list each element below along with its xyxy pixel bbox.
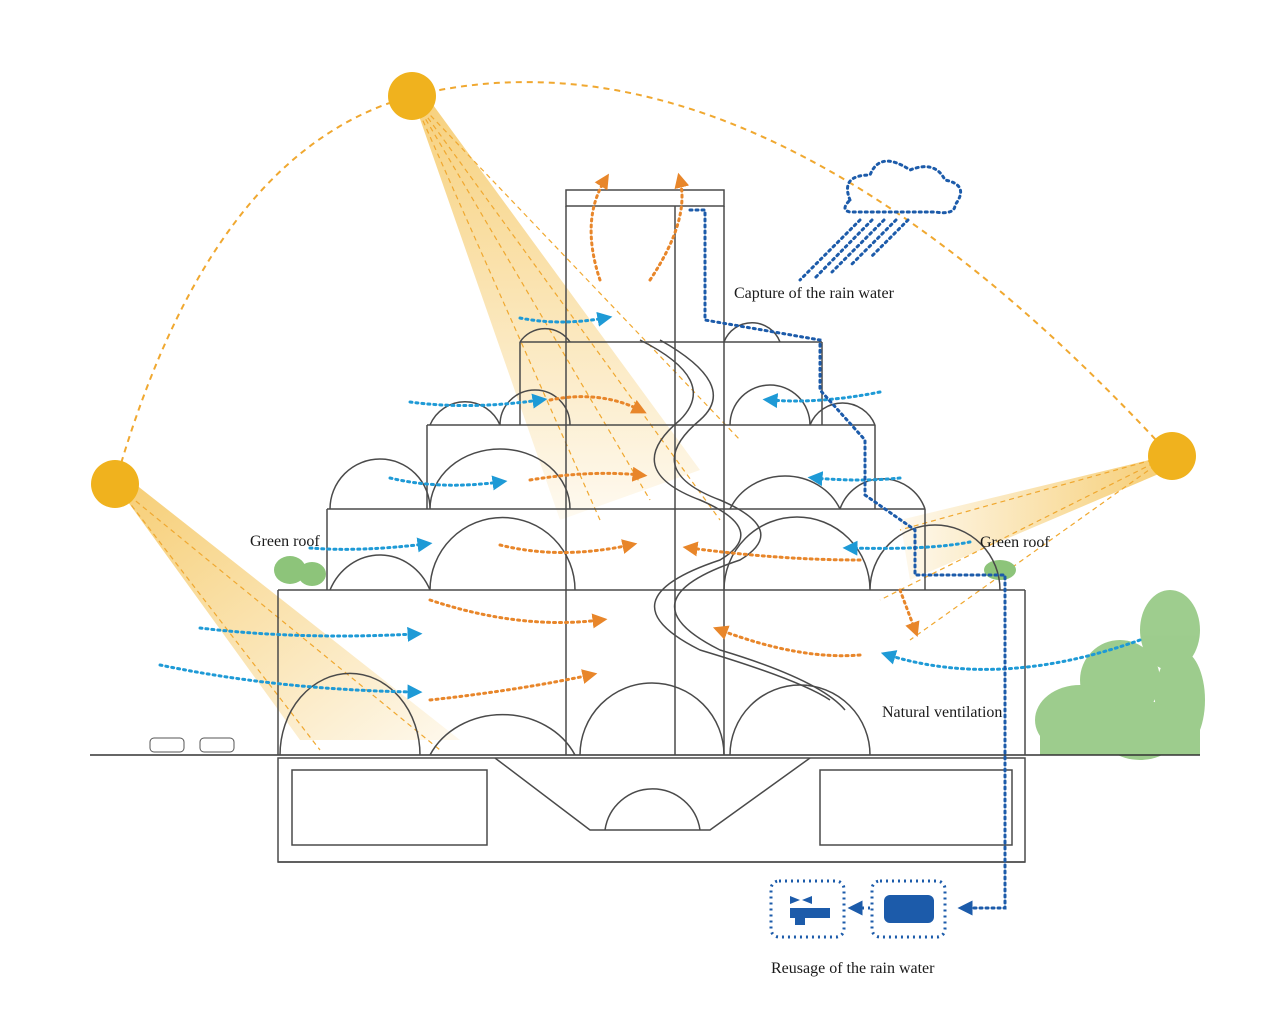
light-cone-right	[900, 455, 1170, 580]
green-roof-left-label: Green roof	[250, 533, 320, 550]
sunlight-cones	[114, 95, 1171, 751]
rain-streaks	[798, 218, 910, 282]
natural-ventilation-label: Natural ventilation	[882, 704, 1003, 721]
tree-cluster-right	[1035, 590, 1205, 760]
sun-icon	[1148, 432, 1196, 480]
sun-icon	[388, 72, 436, 120]
capture-rain-label: Capture of the rain water	[734, 285, 894, 302]
water-tank-icon	[870, 879, 947, 939]
green-roof-right-label: Green roof	[980, 534, 1050, 551]
cool-air-flows	[158, 311, 1142, 700]
car-icon	[149, 737, 235, 753]
sun-icon	[91, 460, 139, 508]
rainwater-pipe-path	[688, 208, 1007, 916]
sun-path-arc	[114, 81, 1171, 485]
light-cone-top	[412, 96, 700, 520]
green-roof-right-shrubs	[984, 560, 1016, 580]
green-roof-left-shrubs	[274, 556, 326, 586]
building-section	[277, 189, 1026, 863]
light-cone-left	[115, 480, 460, 740]
warm-air-flows	[428, 172, 920, 702]
rain-cloud-icon	[843, 159, 963, 215]
faucet-icon	[769, 879, 846, 939]
reusage-rain-label: Reusage of the rain water	[771, 960, 935, 977]
